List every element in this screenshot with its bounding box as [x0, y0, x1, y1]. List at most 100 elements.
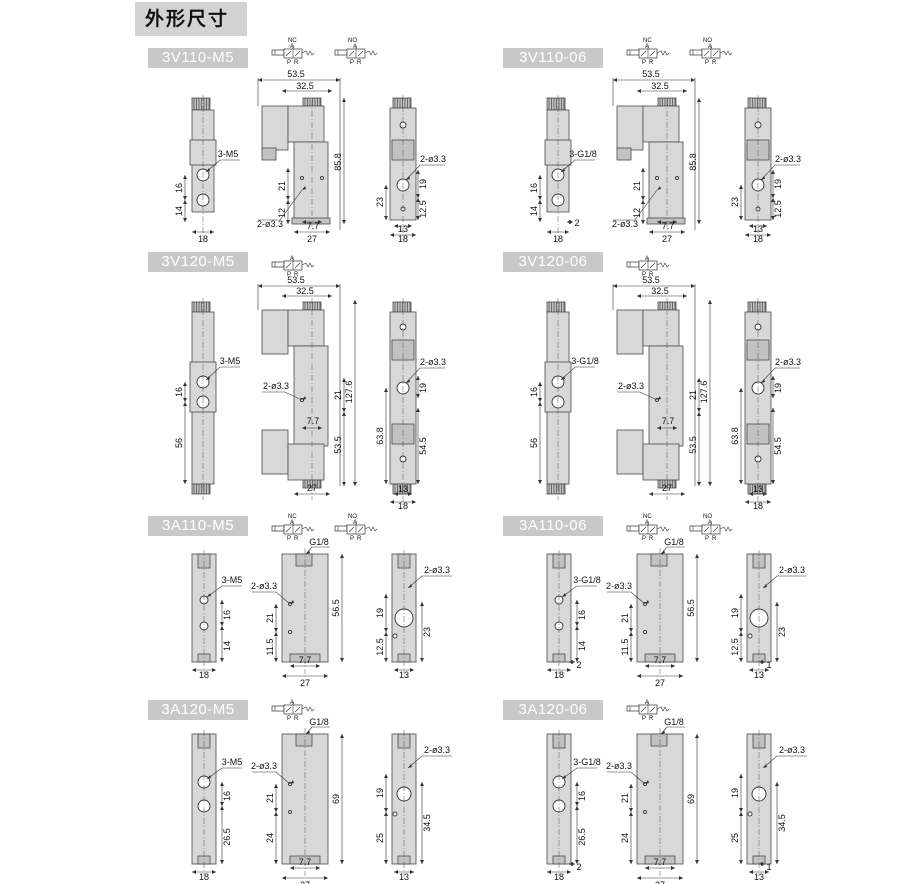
- dimension-text: 32.5: [296, 286, 314, 296]
- arrow-head: [771, 216, 775, 220]
- arrow-head: [565, 230, 569, 234]
- dimension-text: 19: [418, 383, 428, 393]
- spring-symbol: [364, 50, 378, 56]
- arrow-head: [538, 402, 542, 406]
- leader-line: [206, 585, 242, 598]
- dimension-text: 24: [265, 833, 275, 843]
- arrow-head: [739, 216, 743, 220]
- knurled-cap: [747, 97, 767, 109]
- arrow-head: [765, 870, 769, 874]
- arrow-head: [274, 604, 278, 608]
- arrow-head: [318, 220, 322, 224]
- dimension-text: 14: [222, 641, 232, 651]
- arrow-head: [697, 412, 701, 416]
- port-label: 3-M5: [218, 149, 239, 159]
- arrow-head: [342, 220, 346, 224]
- arrow-head: [649, 230, 653, 234]
- port-r-text: R: [712, 536, 717, 542]
- arrow-head: [412, 500, 416, 504]
- dimension-text: 53.5: [287, 275, 305, 285]
- valve-body-front: [293, 345, 329, 447]
- dimension-text: 16: [529, 387, 539, 397]
- dimension-text: 18: [554, 872, 564, 882]
- leader-line: [262, 391, 303, 401]
- mount-hole: [300, 176, 304, 180]
- symbol-no-text: NO: [348, 514, 357, 520]
- arrow-head: [671, 664, 675, 668]
- port-a-text: A: [290, 44, 294, 50]
- arrow-head: [538, 196, 542, 200]
- solenoid-coil: [287, 105, 325, 143]
- port-r-text: R: [649, 716, 654, 722]
- dimension-text: G1/8: [309, 537, 329, 547]
- arrow-head: [282, 876, 286, 880]
- leader-line: [560, 159, 595, 173]
- arrow-head: [575, 860, 579, 864]
- knurled-cap: [191, 97, 211, 111]
- port-p-text: P: [287, 716, 291, 722]
- port-a-text: A: [290, 700, 294, 706]
- solenoid-coil: [642, 309, 680, 347]
- port-r-text: R: [649, 272, 654, 278]
- arrow-head: [771, 198, 775, 202]
- arrow-head: [538, 398, 542, 402]
- spring-symbol: [301, 262, 315, 268]
- arrow-head: [775, 782, 779, 786]
- arrow-head: [775, 602, 779, 606]
- port-a-text: A: [290, 520, 294, 526]
- mount-hole: [747, 811, 753, 817]
- dimension-text: 63.8: [375, 427, 385, 445]
- arrow-head: [416, 480, 420, 484]
- arrow-head: [290, 866, 294, 870]
- symbol-line: [348, 526, 355, 533]
- mount-hole: [747, 633, 753, 639]
- arrow-head: [286, 168, 290, 172]
- dimension-text: 13: [399, 670, 409, 680]
- solenoid-coil-symbol: [271, 525, 285, 532]
- arrow-head: [294, 492, 298, 496]
- arrow-head: [697, 408, 701, 412]
- arrow-head: [637, 876, 641, 880]
- dimension-text: 27: [655, 678, 665, 688]
- port-a-text: A: [353, 520, 357, 526]
- arrow-head: [394, 668, 398, 672]
- solenoid-housing: [616, 309, 644, 355]
- dimension-text: 27: [307, 483, 317, 493]
- arrow-head: [302, 186, 306, 190]
- arrow-head: [212, 870, 216, 874]
- dimension-text: 2-ø3.3: [775, 357, 801, 367]
- dimension-text: 56: [174, 438, 184, 448]
- symbol-line: [357, 50, 364, 57]
- arrow-head: [420, 782, 424, 786]
- arrow-head: [384, 216, 388, 220]
- dimension-text: 2-ø3.3: [263, 381, 289, 391]
- arrow-head: [763, 764, 767, 768]
- solenoid-coil-2: [287, 443, 325, 481]
- dimension-text: 85.8: [333, 153, 343, 171]
- dimension-text: 16: [174, 387, 184, 397]
- arrow-head: [771, 408, 775, 412]
- symbol-line: [285, 262, 292, 269]
- arrow-head: [569, 220, 573, 224]
- arrow-head: [629, 604, 633, 608]
- port-a-text: A: [645, 256, 649, 262]
- arrow-head: [326, 230, 330, 234]
- arrow-head: [316, 866, 320, 870]
- section-label-3a120-m5: 3A120-M5: [148, 700, 248, 720]
- arrow-head: [697, 220, 701, 224]
- symbol-line: [640, 706, 647, 713]
- arrow-head: [567, 668, 571, 672]
- arrow-head: [384, 594, 388, 598]
- arrow-head: [771, 394, 775, 398]
- arrow-head: [739, 594, 743, 598]
- dimension-text: 21: [632, 181, 642, 191]
- arrow-head: [342, 378, 346, 382]
- top-port: [650, 553, 668, 567]
- arrow-head: [416, 394, 420, 398]
- dimension-text: 19: [730, 788, 740, 798]
